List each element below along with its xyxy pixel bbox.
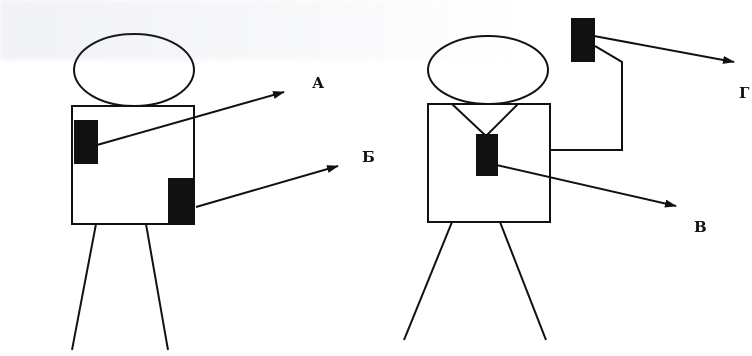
right-figure-right-leg [500, 222, 546, 340]
device-v-block [476, 134, 498, 176]
label-b: Б [362, 148, 375, 166]
arrow-a [90, 92, 284, 147]
left-figure-left-leg [72, 224, 96, 350]
left-figure [72, 34, 338, 350]
scan-smudge [0, 0, 520, 60]
label-g: Г [739, 84, 750, 102]
left-figure-right-leg [146, 224, 168, 350]
right-figure [404, 18, 734, 340]
device-g-block [571, 18, 595, 62]
device-b-block [168, 178, 194, 224]
neck-strap [452, 104, 518, 136]
label-a: А [312, 74, 325, 92]
arrow-b [196, 166, 338, 207]
label-v: В [694, 218, 707, 236]
right-figure-left-leg [404, 222, 452, 340]
device-a-block [74, 120, 98, 164]
arrow-v [492, 164, 676, 206]
